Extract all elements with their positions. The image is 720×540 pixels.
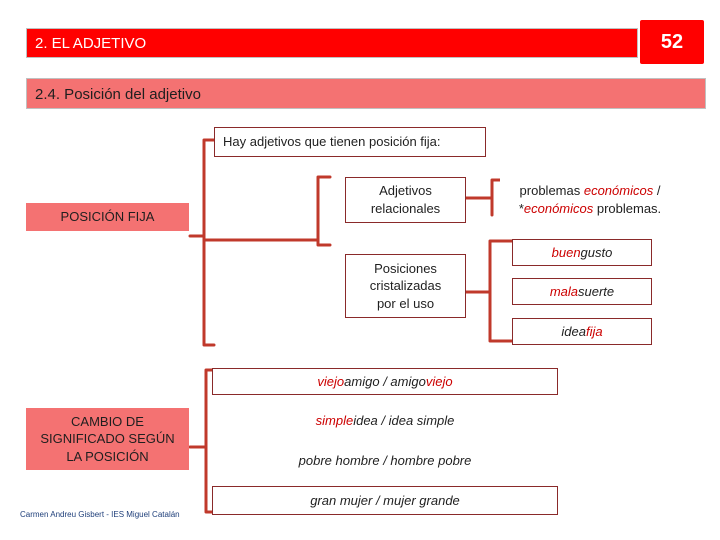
crystallized-example-3: idea fija: [512, 318, 652, 345]
fixed-position-label: POSICIÓN FIJA: [26, 203, 189, 231]
crystallized-example-1: buen gusto: [512, 239, 652, 266]
relational-example-box: problemas económicos / *económicos probl…: [500, 177, 680, 223]
bracket-relational: [490, 178, 502, 217]
header-title: 2. EL ADJETIVO: [26, 28, 638, 58]
change-label-line1: CAMBIO DE: [71, 413, 144, 429]
crystallized-label-line3: por el uso: [376, 295, 435, 311]
crystallized-positions-box: Posiciones cristalizadas por el uso: [345, 254, 466, 318]
crystallized-label-line2: cristalizadas: [369, 278, 442, 294]
example-adj-buen: buen: [551, 244, 581, 260]
example-noun-suerte: suerte: [578, 283, 615, 299]
example-word-problemas-2: problemas.: [593, 201, 662, 216]
change-meaning-label: CAMBIO DE SIGNIFICADO SEGÚN LA POSICIÓN: [26, 408, 189, 470]
crystallized-example-2: mala suerte: [512, 278, 652, 305]
change-example-3: pobre hombre / hombre pobre: [212, 447, 558, 474]
example-pobre-hombre: pobre hombre / hombre pobre: [298, 452, 472, 468]
fixed-intro-box: Hay adjetivos que tienen posición fija:: [214, 127, 486, 157]
footer-credit: Carmen Andreu Gisbert - IES Miguel Catal…: [20, 510, 180, 519]
change-label-line2: SIGNIFICADO SEGÚN: [40, 431, 175, 447]
example-adj-mala: mala: [549, 283, 579, 299]
bracket-fixed-types: [316, 175, 332, 247]
change-example-4: gran mujer / mujer grande: [212, 486, 558, 515]
fixed-intro-text: Hay adjetivos que tienen posición fija:: [223, 134, 441, 150]
example-adj-economicos-2: económicos: [523, 201, 594, 216]
relational-example-line2: *económicos problemas.: [519, 200, 661, 218]
relational-label-line2: relacionales: [370, 201, 441, 216]
bracket-change: [204, 368, 214, 514]
relational-label-line1: Adjetivos: [379, 183, 432, 199]
example-viejo-2: viejo: [425, 373, 453, 389]
crystallized-label-line1: Posiciones: [374, 260, 437, 276]
page-number: 52: [640, 20, 704, 64]
bracket-fixed: [202, 138, 216, 347]
relational-example-line1: problemas económicos /: [520, 182, 661, 200]
example-gran-mujer: gran mujer / mujer grande: [310, 492, 460, 508]
example-slash: /: [653, 183, 661, 199]
relational-adjectives-box: Adjetivos relacionales: [345, 177, 466, 223]
example-noun-gusto: gusto: [580, 244, 613, 260]
bracket-crystallized: [488, 239, 514, 343]
change-example-2: simple idea / idea simple: [212, 407, 558, 434]
example-adj-fija: fija: [585, 323, 603, 339]
section-title: 2.4. Posición del adjetivo: [26, 78, 706, 109]
example-idea-simple: idea / idea simple: [353, 412, 455, 428]
example-asterisk: *: [518, 201, 524, 216]
change-example-1: viejo amigo / amigo viejo: [212, 368, 558, 395]
example-noun-idea: idea: [561, 323, 586, 339]
change-label-line3: LA POSICIÓN: [66, 448, 149, 464]
example-adj-economicos: económicos: [583, 183, 654, 199]
example-simple: simple: [315, 412, 354, 428]
example-amigo: amigo / amigo: [344, 373, 426, 389]
example-viejo-1: viejo: [317, 373, 345, 389]
example-word-problemas: problemas: [519, 183, 584, 199]
